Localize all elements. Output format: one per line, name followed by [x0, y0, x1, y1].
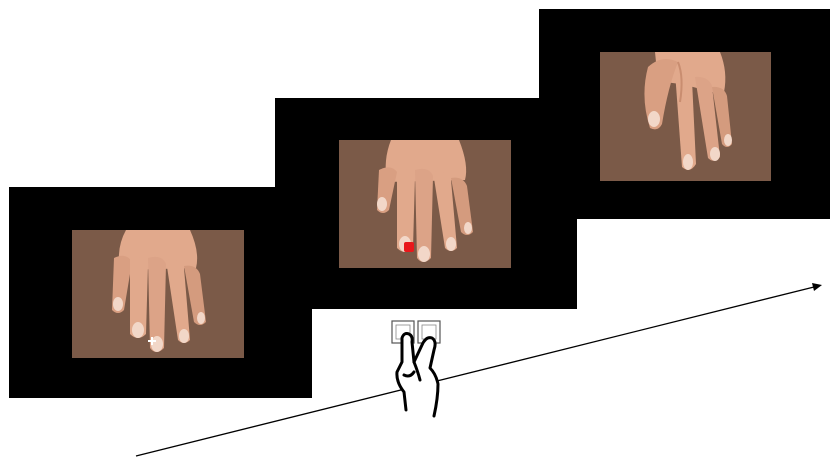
- two-finger-hand-icon: [397, 334, 438, 417]
- timeline-arrow: [136, 283, 822, 456]
- arrowhead-icon: [812, 283, 822, 291]
